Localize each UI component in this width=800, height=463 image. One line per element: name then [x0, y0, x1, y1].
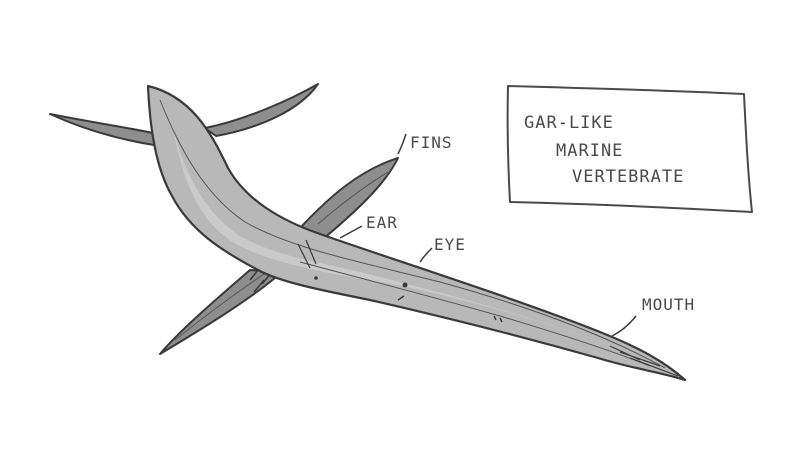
caption-line-3: VERTEBRATE [572, 167, 684, 187]
mouth-leader [612, 316, 636, 336]
label-eye: EYE [434, 235, 466, 254]
label-fins: FINS [410, 133, 453, 152]
eye-dot [403, 283, 408, 288]
caption-line-2: MARINE [556, 141, 623, 161]
eye-leader [420, 248, 432, 262]
ear-leader [340, 226, 362, 238]
caption-box: GAR-LIKE MARINE VERTEBRATE [508, 86, 752, 212]
caption-line-1: GAR-LIKE [524, 113, 614, 133]
label-mouth: MOUTH [642, 295, 695, 314]
label-ear: EAR [366, 213, 398, 232]
fins-leader [398, 134, 406, 154]
